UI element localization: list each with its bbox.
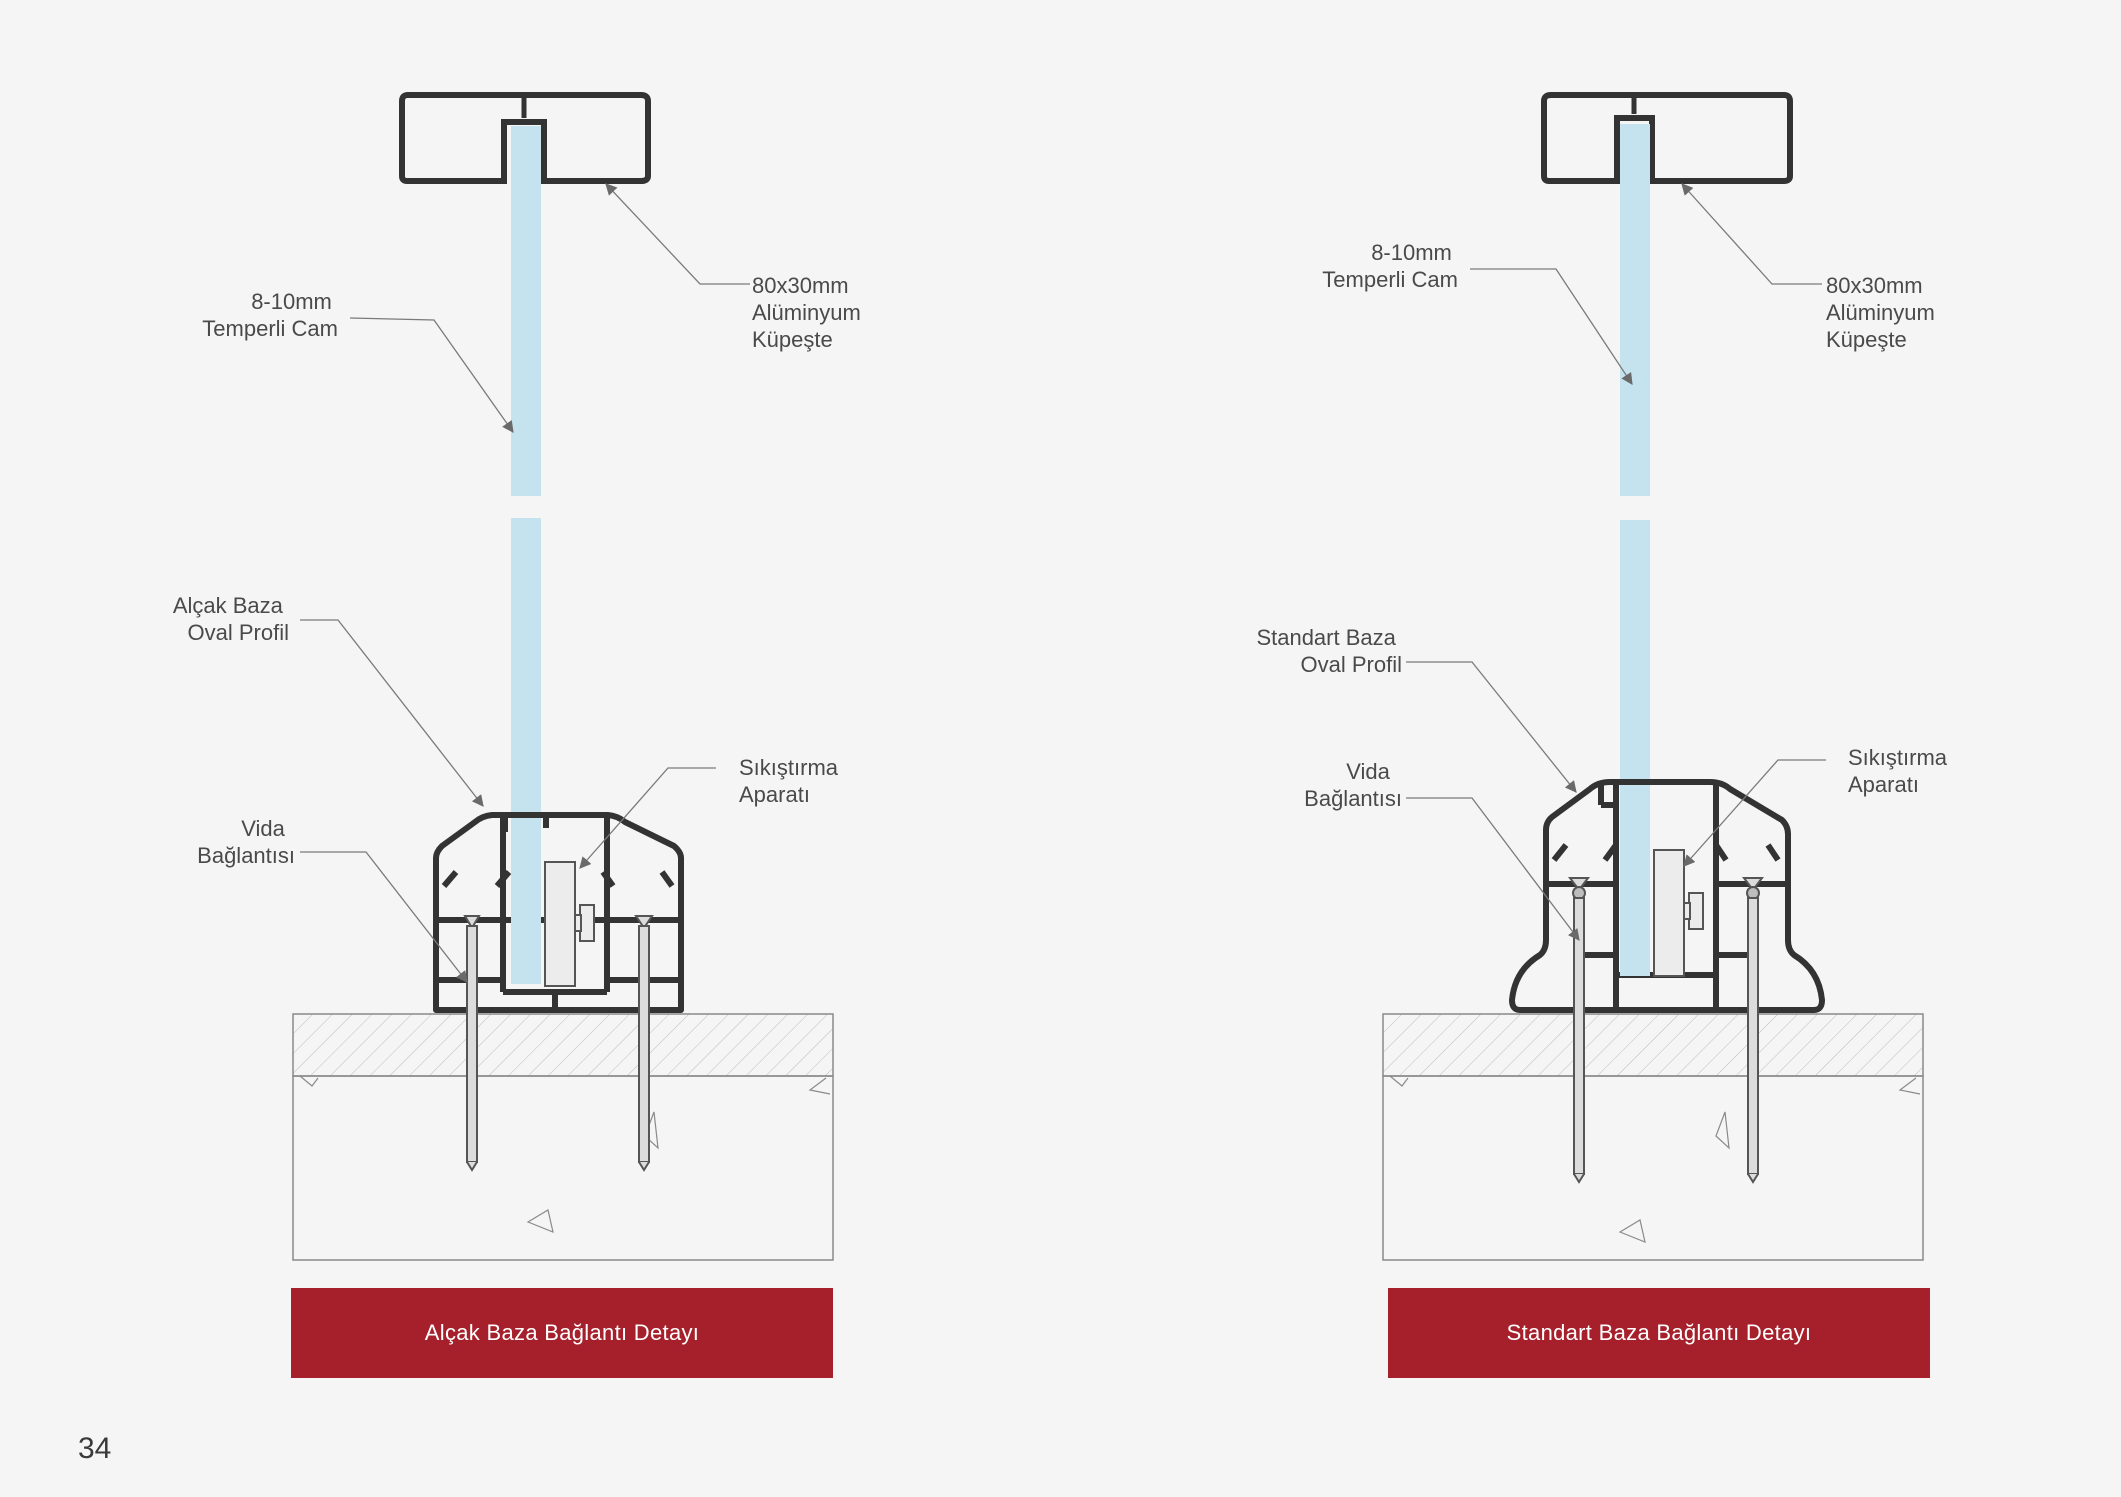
right-leader-lines bbox=[1406, 183, 1826, 941]
right-handrail bbox=[1541, 92, 1793, 184]
left-screws bbox=[463, 915, 654, 1172]
right-clamp-label: Sıkıştırma Aparatı bbox=[1848, 745, 1953, 797]
left-floor-slab bbox=[292, 1013, 834, 1261]
right-screws bbox=[1568, 877, 1764, 1184]
left-glass-panel bbox=[511, 126, 541, 984]
left-clamp-device bbox=[544, 861, 595, 987]
right-caption-text: Standart Baza Bağlantı Detayı bbox=[1506, 1320, 1812, 1345]
left-glass-embedded bbox=[511, 836, 541, 984]
right-glass-embedded bbox=[1620, 800, 1650, 976]
right-floor-slab bbox=[1382, 1013, 1924, 1261]
left-clamp-label: Sıkıştırma Aparatı bbox=[739, 755, 844, 807]
left-glass-label: 8-10mm Temperli Cam bbox=[202, 289, 338, 341]
right-base-profile-label: Standart Baza Oval Profil bbox=[1256, 625, 1402, 677]
left-detail: 8-10mm Temperli Cam 80x30mm Alüminyum Kü… bbox=[173, 92, 867, 1261]
left-caption-bar: Alçak Baza Bağlantı Detayı bbox=[291, 1288, 833, 1378]
right-caption-bar: Standart Baza Bağlantı Detayı bbox=[1388, 1288, 1930, 1378]
right-glass-label: 8-10mm Temperli Cam bbox=[1322, 240, 1458, 292]
left-leader-lines bbox=[300, 183, 750, 983]
right-screw-label: Vida Bağlantısı bbox=[1304, 759, 1402, 811]
left-base-profile bbox=[433, 812, 684, 1013]
right-handrail-label: 80x30mm Alüminyum Küpeşte bbox=[1826, 273, 1941, 352]
left-handrail-label: 80x30mm Alüminyum Küpeşte bbox=[752, 273, 867, 352]
page-number: 34 bbox=[78, 1432, 112, 1465]
left-caption-text: Alçak Baza Bağlantı Detayı bbox=[424, 1320, 700, 1345]
right-detail: 8-10mm Temperli Cam 80x30mm Alüminyum Kü… bbox=[1256, 92, 1953, 1261]
left-base-profile-label: Alçak Baza Oval Profil bbox=[173, 593, 289, 645]
left-screw-label: Vida Bağlantısı bbox=[197, 816, 295, 868]
right-clamp-device bbox=[1653, 849, 1704, 977]
left-handrail bbox=[399, 92, 651, 184]
